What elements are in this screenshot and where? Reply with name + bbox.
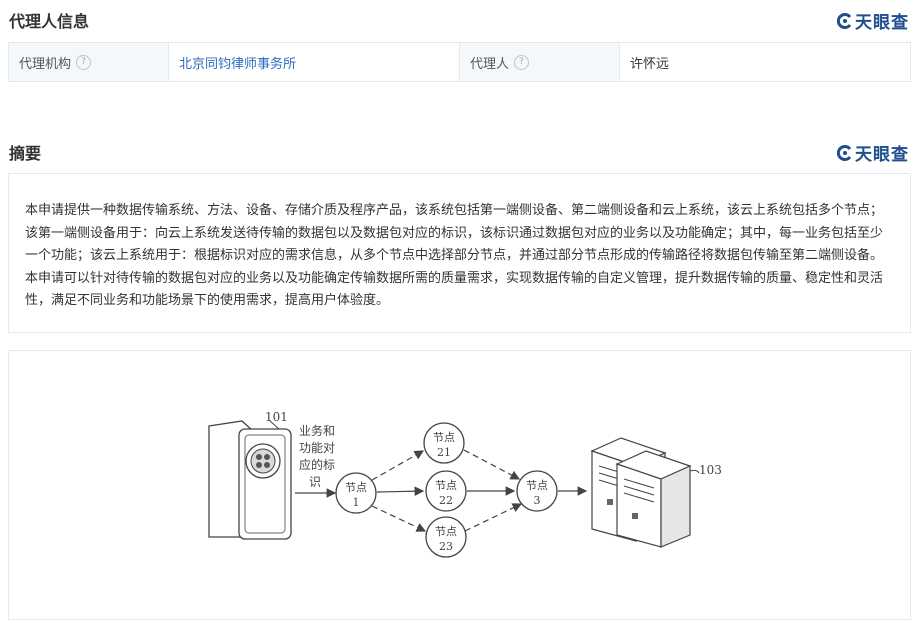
abstract-figure: 101 业务和 功能对 应的标 识 节点 1 节点 21 节点 22 节点 23 (8, 350, 911, 620)
brand-text: 天眼查 (855, 145, 909, 165)
server-illustration (590, 437, 700, 548)
node-1-label: 节点 (345, 481, 367, 494)
edge-1-22 (376, 486, 425, 496)
agent-value: 许怀远 (630, 56, 670, 72)
tianyancha-logo[interactable]: 天眼查 (837, 8, 909, 33)
node-21-num: 21 (437, 446, 451, 459)
device-ref-label: 101 (265, 410, 288, 424)
abstract-box: 本申请提供一种数据传输系统、方法、设备、存储介质及程序产品，该系统包括第一端侧设… (8, 173, 911, 333)
agency-link[interactable]: 北京同钧律师事务所 (179, 56, 297, 72)
node-3-label: 节点 (526, 479, 548, 492)
agent-info-title: 代理人信息 (9, 12, 90, 31)
agent-info-table: 代理机构 ? 北京同钧律师事务所 代理人 ? 许怀远 (8, 42, 911, 82)
tianyancha-logo[interactable]: 天眼查 (837, 140, 909, 165)
edge-1-23 (371, 505, 427, 532)
id-label-line-3: 应的标 (299, 457, 335, 472)
node-1: 节点 1 (335, 472, 377, 514)
node-21: 节点 21 (423, 422, 465, 464)
node-23: 节点 23 (425, 516, 467, 558)
agency-label: 代理机构 (19, 56, 72, 72)
edge-21-3 (463, 449, 521, 480)
help-icon[interactable]: ? (76, 54, 92, 70)
abstract-title: 摘要 (9, 144, 42, 163)
brand-text: 天眼查 (855, 13, 909, 33)
node-22-num: 22 (439, 494, 453, 507)
id-label-line-1: 业务和 (299, 423, 335, 438)
help-icon[interactable]: ? (514, 54, 530, 70)
agent-label-cell: 代理人 ? (460, 43, 620, 81)
edge-23-3 (464, 503, 523, 532)
phone-illustration (208, 420, 292, 540)
abstract-text: 本申请提供一种数据传输系统、方法、设备、存储介质及程序产品，该系统包括第一端侧设… (25, 203, 884, 308)
agent-label: 代理人 (470, 56, 510, 72)
node-23-label: 节点 (435, 525, 457, 538)
tianyancha-logo-icon (837, 12, 852, 29)
edge-1-21 (371, 450, 425, 481)
agent-value-cell: 许怀远 (620, 43, 910, 81)
node-3-num: 3 (534, 494, 541, 507)
patent-diagram: 101 业务和 功能对 应的标 识 节点 1 节点 21 节点 22 节点 23 (208, 410, 722, 558)
agency-value-cell: 北京同钧律师事务所 (169, 43, 460, 81)
server-ref-label: 103 (699, 463, 722, 477)
id-label-line-4: 识 (309, 475, 321, 489)
node-23-num: 23 (439, 540, 453, 553)
node-21-label: 节点 (433, 431, 455, 444)
tianyancha-logo-icon (837, 144, 852, 161)
node-22: 节点 22 (425, 470, 467, 512)
agency-label-cell: 代理机构 ? (9, 43, 169, 81)
node-1-num: 1 (353, 496, 360, 509)
node-22-label: 节点 (435, 479, 457, 492)
node-3: 节点 3 (516, 470, 558, 512)
id-label-line-2: 功能对 (299, 441, 335, 455)
